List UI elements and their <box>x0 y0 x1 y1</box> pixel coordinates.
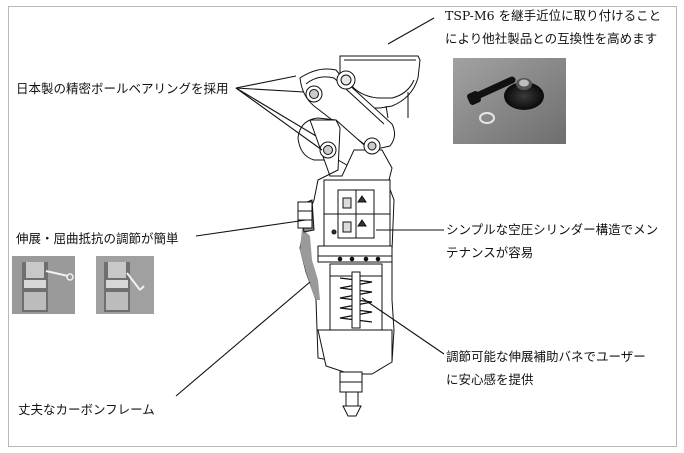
leader-spring <box>361 297 445 355</box>
tsp-m6-photo <box>453 58 566 144</box>
tsp-label-line2: により他社製品との互換性を高めます <box>445 31 658 46</box>
leader-bearing-4 <box>235 87 323 151</box>
leader-bearing-1 <box>235 75 297 89</box>
leader-tsp <box>387 17 435 45</box>
leader-adjust <box>195 219 307 237</box>
leader-lines <box>175 17 445 397</box>
leader-bearing-2 <box>235 87 305 93</box>
tsp-label-line1: TSP-M6 を継手近位に取り付けること <box>445 8 662 23</box>
spring-label-line2: に安心感を提供 <box>446 372 534 387</box>
adjust-label: 伸展・屈曲抵抗の調節が簡単 <box>16 231 179 246</box>
cylinder-label-line2: テナンスが容易 <box>446 245 534 260</box>
knee-assembly <box>297 55 421 417</box>
adjust-photo-right <box>96 256 154 314</box>
adjust-photo-left <box>12 256 75 314</box>
spring-label-line1: 調節可能な伸展補助バネでユーザー <box>446 349 646 364</box>
cylinder-label-line1: シンプルな空圧シリンダー構造でメン <box>446 222 659 237</box>
frame-label: 丈夫なカーボンフレーム <box>18 402 155 417</box>
leader-frame <box>175 281 311 397</box>
leader-bearing-3 <box>235 87 317 137</box>
bearing-label: 日本製の精密ボールベアリングを採用 <box>16 81 229 96</box>
